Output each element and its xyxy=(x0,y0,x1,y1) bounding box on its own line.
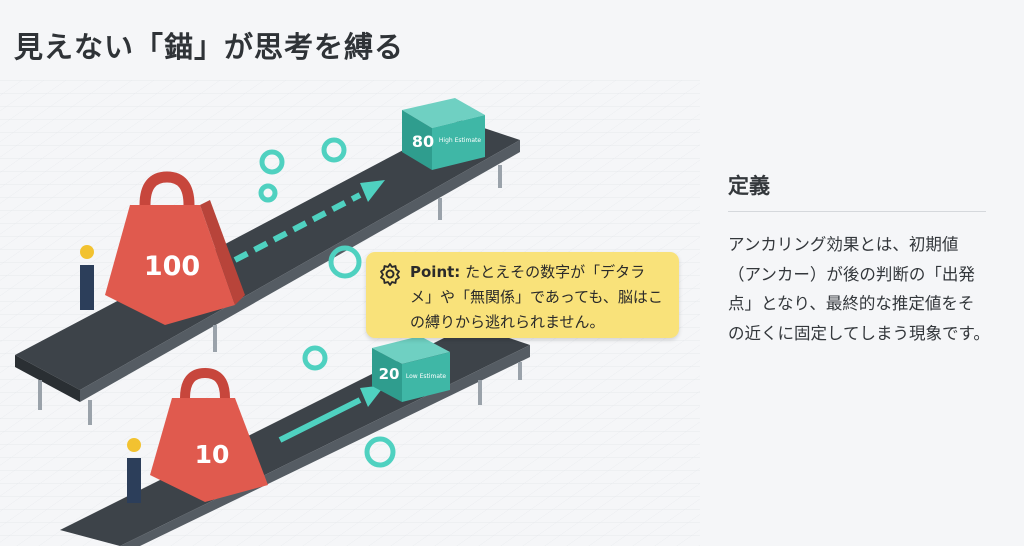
callout-text: たとえその数字が「デタラメ」や「無関係」であっても、脳はこの縛りから逃れられませ… xyxy=(410,263,663,331)
weight-bottom-label: 10 xyxy=(195,440,230,469)
definition-heading: 定義 xyxy=(728,174,770,198)
weight-top-label: 100 xyxy=(144,251,200,282)
divider xyxy=(728,211,986,212)
weight-10: 10 xyxy=(150,367,268,502)
weight-100: 100 xyxy=(105,171,245,325)
gear-icons xyxy=(258,137,396,468)
definition-body: アンカリング効果とは、初期値（アンカー）が後の判断の「出発点」となり、最終的な推… xyxy=(728,235,990,343)
gear-icon xyxy=(380,263,400,286)
slide-title: 見えない「錨」が思考を縛る xyxy=(14,30,405,64)
box-bottom-label: Low Estimate xyxy=(406,373,447,380)
box-top-value: 80 xyxy=(412,132,434,151)
box-high-estimate: 80 High Estimate xyxy=(402,98,485,170)
point-callout: Point: たとえその数字が「デタラメ」や「無関係」であっても、脳はこの縛りか… xyxy=(366,252,679,338)
box-bottom-value: 20 xyxy=(379,365,400,383)
top-conveyor xyxy=(15,120,520,425)
box-top-label: High Estimate xyxy=(439,137,482,144)
callout-label: Point: xyxy=(410,263,461,281)
workers xyxy=(80,245,141,503)
box-low-estimate: 20 Low Estimate xyxy=(372,336,450,402)
